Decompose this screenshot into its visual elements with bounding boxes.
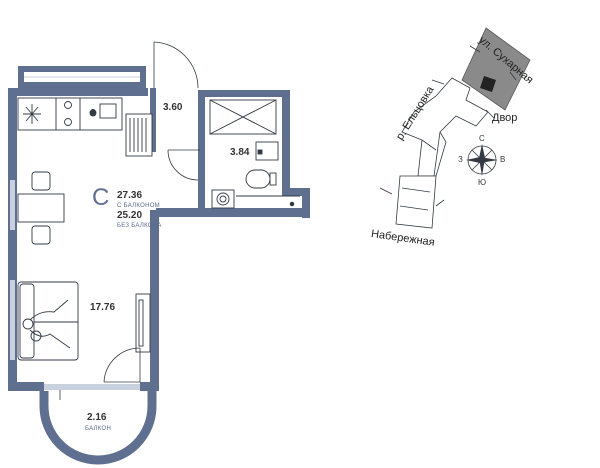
wall-top xyxy=(8,88,148,96)
living-area: 17.76 xyxy=(90,302,116,313)
wall-bath-top xyxy=(198,90,290,97)
yard-label: Двор xyxy=(492,112,518,124)
wall-hall xyxy=(150,88,156,152)
stove-icon xyxy=(23,104,41,124)
unit-type-letter: С xyxy=(92,184,110,211)
compass-north: С xyxy=(479,134,485,143)
sofa xyxy=(17,281,79,361)
building-block xyxy=(461,27,531,111)
balcony-door xyxy=(103,347,141,383)
chair-top xyxy=(31,171,51,191)
site-map xyxy=(379,27,531,229)
total-with-balcony: 27.36 xyxy=(117,190,143,201)
bathroom xyxy=(209,99,300,209)
sink-icon xyxy=(89,109,97,117)
compass-south: Ю xyxy=(478,178,487,187)
highlight-section xyxy=(480,76,496,92)
view-arrows xyxy=(379,45,517,207)
kitchen xyxy=(17,97,153,157)
washbasin xyxy=(255,141,279,161)
walls xyxy=(8,66,310,391)
hall-area: 3.60 xyxy=(163,102,183,113)
total-without-balcony: 25.20 xyxy=(117,210,143,221)
washing-machine-icon xyxy=(211,189,235,209)
balcony-area: 2.16 xyxy=(87,412,107,423)
chair-bottom xyxy=(31,225,51,245)
with-balcony-caption: С БАЛКОНОМ xyxy=(117,203,160,209)
compass-west: З xyxy=(458,155,463,164)
shower xyxy=(209,99,277,135)
tv-unit xyxy=(135,293,151,353)
wall-bottom-bath xyxy=(156,208,310,217)
balcony-caption: БАЛКОН xyxy=(85,426,112,432)
compass-east: В xyxy=(500,155,506,164)
wall-left xyxy=(8,88,17,388)
wall-bath-right xyxy=(282,90,290,190)
without-balcony-caption: БЕЗ БАЛКОНА xyxy=(117,223,162,229)
kitchen-counter xyxy=(17,97,123,131)
wall-right-living xyxy=(150,210,159,390)
entrance-door xyxy=(153,41,199,89)
toilet-icon xyxy=(245,169,277,189)
wall-bottom xyxy=(8,382,44,391)
dining-set xyxy=(17,171,65,245)
bath-door xyxy=(167,149,200,181)
balcony xyxy=(39,384,157,465)
compass-icon xyxy=(466,144,498,176)
table xyxy=(17,193,65,223)
radiator xyxy=(125,113,153,157)
bathroom-area: 3.84 xyxy=(230,147,250,158)
